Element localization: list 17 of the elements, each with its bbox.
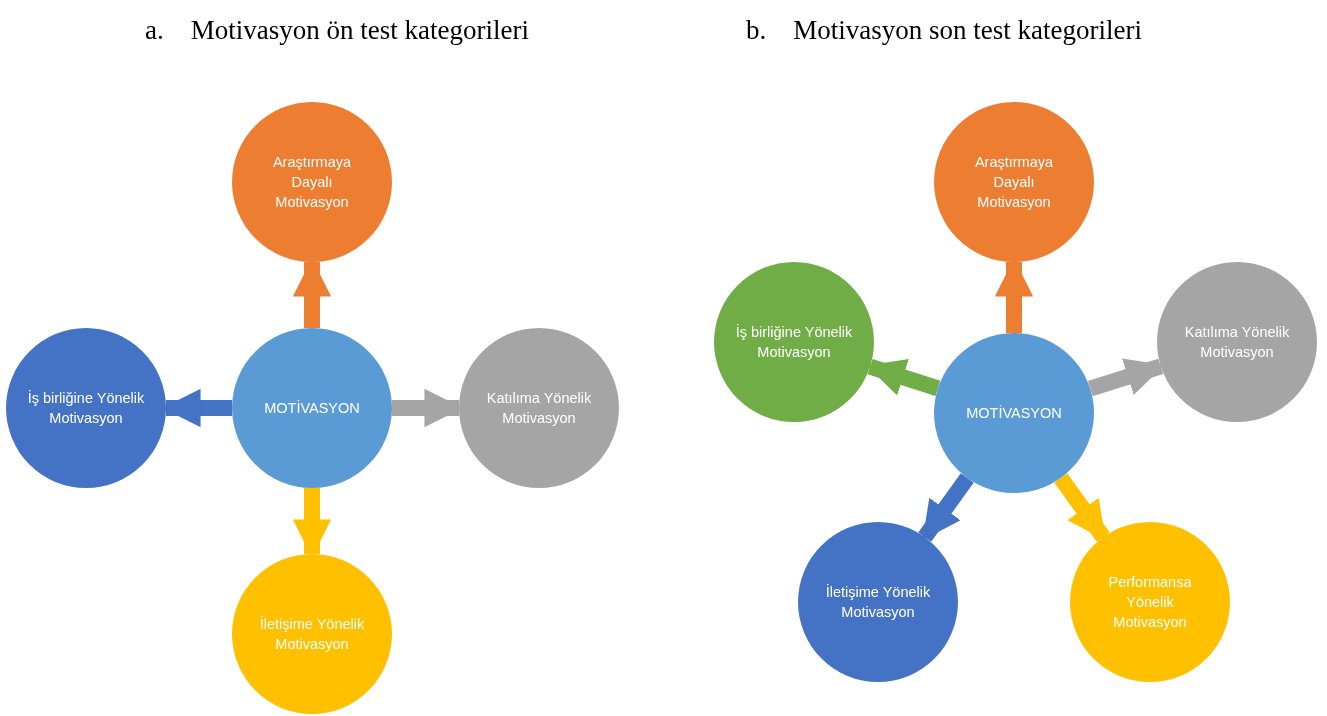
panel-title: b. Motivasyon son test kategorileri bbox=[746, 14, 1142, 46]
category-label: MOTİVASYON bbox=[263, 399, 361, 418]
category-label: İş birliğine Yönelik Motivasyon bbox=[735, 323, 853, 362]
block-arrow bbox=[918, 473, 974, 542]
category-label: Performansa Yönelik Motivasyon bbox=[1107, 573, 1193, 632]
category-label: İş birliğine Yönelik Motivasyon bbox=[27, 389, 145, 428]
block-arrow bbox=[1054, 473, 1110, 542]
category-label: MOTİVASYON bbox=[965, 404, 1063, 423]
category-label: Katılıma Yönelik Motivasyon bbox=[485, 389, 593, 428]
block-arrow bbox=[1087, 358, 1165, 397]
category-label: Araştırmaya Dayalı Motivasyon bbox=[271, 153, 353, 212]
panel-title: a. Motivasyon ön test kategorileri bbox=[145, 14, 529, 46]
category-label: İletişime Yönelik Motivasyon bbox=[824, 583, 932, 622]
category-label: Katılıma Yönelik Motivasyon bbox=[1183, 323, 1291, 362]
block-arrow bbox=[866, 358, 941, 397]
category-label: Araştırmaya Dayalı Motivasyon bbox=[973, 153, 1055, 212]
category-label: İletişime Yönelik Motivasyon bbox=[258, 615, 366, 654]
